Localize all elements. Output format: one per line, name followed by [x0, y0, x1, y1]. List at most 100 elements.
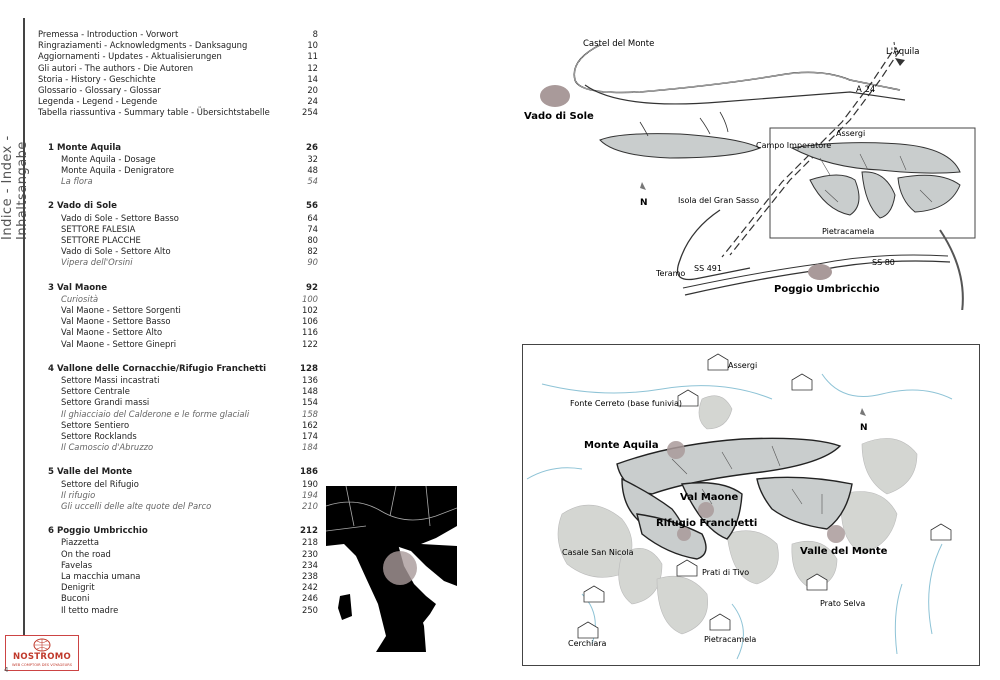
- toc-entry-label: Settore Rocklands: [61, 430, 137, 441]
- isola-label: Isola del Gran Sasso: [678, 196, 759, 205]
- fonte-cerreto-label: Fonte Cerreto (base funivia): [570, 399, 682, 408]
- house-icon-fonte-cerreto: [677, 389, 699, 407]
- toc-entry-label: Favelas: [61, 559, 93, 570]
- val-maone-label: Val Maone: [680, 492, 739, 503]
- toc-entry-page: 12: [307, 62, 318, 73]
- val-maone-marker: [698, 502, 714, 518]
- toc-sub-row: Vipera dell'Orsini 90: [38, 257, 318, 268]
- toc-sub-row: Il ghiacciaio del Calderone e le forme g…: [38, 409, 318, 420]
- toc-entry-page: 246: [302, 593, 318, 604]
- italy-inset-map: [326, 486, 457, 652]
- toc-entry-label: Vado di Sole - Settore Basso: [61, 212, 179, 223]
- toc-entry-page: 162: [302, 419, 318, 430]
- toc-entry-label: Aggiornamenti - Updates - Aktualisierung…: [38, 51, 222, 62]
- toc-entry-page: 238: [302, 571, 318, 581]
- toc-sub-row: Settore Centrale 148: [38, 386, 318, 397]
- route-map: N Castel del Monte L'Aquila A 24 Vado di…: [524, 39, 976, 310]
- nostromo-logo: NOSTROMO WEB COMPTOIR DES VOYAGEURS: [5, 635, 79, 671]
- toc-entry-page: 11: [307, 51, 318, 62]
- toc-entry-label: Premessa - Introduction - Vorwort: [38, 29, 179, 39]
- toc-entry-label: Il ghiacciaio del Calderone e le forme g…: [61, 408, 250, 419]
- toc-entry-label: Settore Sentiero: [61, 419, 130, 430]
- chapter-title: 2 Vado di Sole: [48, 201, 117, 212]
- toc-sub-row: Monte Aquila - Denigratore 48: [38, 165, 318, 176]
- chapter-title: 1 Monte Aquila: [48, 142, 122, 153]
- toc-entry-label: Piazzetta: [61, 537, 99, 548]
- toc-entry-label: Val Maone - Settore Alto: [61, 327, 163, 338]
- toc-front-row: Premessa - Introduction - Vorwort 8: [38, 29, 318, 40]
- toc-entry-page: 20: [307, 84, 318, 95]
- toc-entry-label: Storia - History - Geschichte: [38, 73, 156, 84]
- house-icon-cerchiara: [577, 621, 599, 639]
- vado-di-sole-marker: [540, 85, 570, 107]
- chapter-heading: 4 Vallone delle Cornacchie/Rifugio Franc…: [38, 364, 318, 375]
- toc-entry-label: Curiosità: [61, 293, 99, 304]
- toc-sub-row: Vado di Sole - Settore Basso 64: [38, 213, 318, 224]
- cerchiara-label: Cerchiara: [568, 639, 607, 648]
- house-icon-prato-selva: [806, 573, 828, 591]
- chapter-page: 212: [300, 526, 318, 537]
- toc-entry-page: 8: [312, 29, 318, 39]
- toc-entry-label: Val Maone - Settore Sorgenti: [61, 304, 181, 315]
- rifugio-label: Rifugio Franchetti: [656, 518, 757, 529]
- pietracamela-label: Pietracamela: [822, 227, 874, 236]
- toc-entry-page: 14: [307, 73, 318, 84]
- toc-entry-page: 64: [307, 212, 318, 223]
- toc-entry-label: Ringraziamenti - Acknowledgments - Danks…: [38, 40, 248, 51]
- side-label: Indice - Index - Inhaltsangabe: [0, 135, 30, 240]
- toc-entry-label: Vipera dell'Orsini: [61, 257, 133, 268]
- rifugio-marker: [677, 527, 691, 541]
- chapter-title: 5 Valle del Monte: [48, 467, 133, 478]
- poggio-marker: [808, 264, 832, 280]
- toc-entry-page: 74: [307, 223, 318, 234]
- toc-entry-label: Tabella riassuntiva - Summary table - Üb…: [38, 107, 270, 118]
- toc-entry-label: Il rifugio: [61, 489, 96, 500]
- valle-del-monte-label: Valle del Monte: [800, 546, 888, 557]
- toc-entry-page: 116: [302, 327, 318, 338]
- toc-entry-page: 148: [302, 386, 318, 397]
- toc-entry-label: Il tetto madre: [61, 604, 119, 615]
- logo-subtitle: WEB COMPTOIR DES VOYAGEURS: [11, 663, 73, 667]
- toc-sub-row: Val Maone - Settore Sorgenti 102: [38, 305, 318, 316]
- toc-entry-label: La flora: [61, 176, 93, 187]
- castel-del-monte-label: Castel del Monte: [583, 39, 654, 49]
- chapter-page: 128: [300, 363, 318, 374]
- chapter-page: 56: [306, 201, 318, 212]
- toc-sub-row: Val Maone - Settore Alto 116: [38, 327, 318, 338]
- toc-entry-page: 158: [302, 408, 318, 419]
- house-icon: [583, 585, 605, 603]
- toc-entry-page: 90: [307, 257, 318, 268]
- toc-front-row: Tabella riassuntiva - Summary table - Üb…: [38, 107, 318, 118]
- casale-label: Casale San Nicola: [562, 548, 634, 557]
- monte-aquila-label: Monte Aquila: [584, 440, 659, 451]
- toc-entry-page: 48: [307, 164, 318, 175]
- toc-entry-page: 184: [302, 442, 318, 453]
- teramo-label: Teramo: [655, 269, 685, 278]
- toc-entry-label: Monte Aquila - Denigratore: [61, 164, 175, 175]
- toc-entry-label: Denigrit: [61, 582, 95, 593]
- north-arrow-icon: [640, 182, 646, 190]
- toc-entry-page: 10: [307, 40, 318, 51]
- toc-entry-page: 242: [302, 582, 318, 593]
- toc-entry-page: 234: [302, 559, 318, 570]
- toc-front-row: Aggiornamenti - Updates - Aktualisierung…: [38, 51, 318, 62]
- toc-entry-page: 102: [302, 304, 318, 315]
- toc-entry-label: Il Camoscio d'Abruzzo: [61, 442, 154, 453]
- toc-entry-label: Settore Centrale: [61, 386, 130, 397]
